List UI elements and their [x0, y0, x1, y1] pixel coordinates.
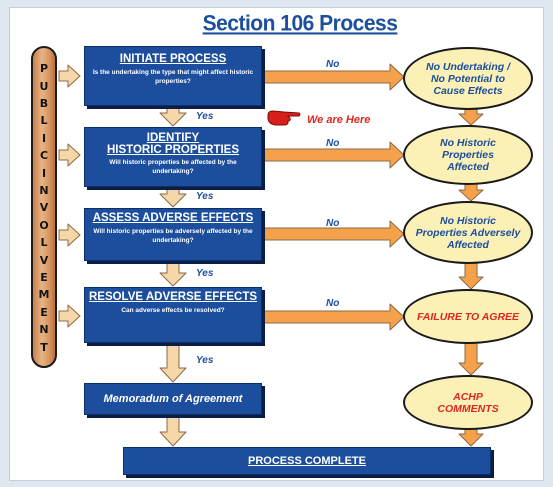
- pointing-hand-icon: [267, 110, 301, 126]
- outcome-failure-to-agree: FAILURE TO AGREE: [403, 289, 533, 344]
- pi-arrow-1: [58, 64, 81, 88]
- pi-letter: N: [39, 184, 49, 198]
- pi-arrow-2: [58, 143, 81, 167]
- outcome-line: Cause Effects: [433, 84, 503, 97]
- pi-letter: U: [39, 79, 49, 93]
- no-arrow-1: [263, 63, 405, 91]
- yes-label: Yes: [196, 111, 214, 122]
- pi-letter: V: [39, 201, 49, 215]
- no-arrow-2: [263, 141, 405, 169]
- outcome-line: No Undertaking /: [425, 60, 510, 73]
- outcome-line: Properties: [442, 149, 494, 161]
- step-resolve-adverse-effects: RESOLVE ADVERSE EFFECTS Can adverse effe…: [84, 287, 262, 343]
- outcome-line: Affected: [447, 238, 489, 251]
- outcome-no-undertaking: No Undertaking / No Potential to Cause E…: [403, 47, 533, 110]
- process-complete-box: PROCESS COMPLETE: [123, 447, 491, 475]
- pi-letter: O: [39, 218, 49, 232]
- outcome-line: FAILURE TO AGREE: [416, 310, 520, 323]
- yes-label: Yes: [196, 355, 214, 366]
- pi-arrow-4: [58, 304, 81, 328]
- right-arrow-1: [458, 108, 484, 126]
- pi-letter: V: [39, 253, 49, 267]
- yes-label: Yes: [196, 268, 214, 279]
- pi-letter: M: [38, 288, 50, 302]
- right-arrow-4: [458, 342, 484, 376]
- step-heading: ASSESS ADVERSE EFFECTS: [92, 212, 254, 224]
- step-heading: INITIATE PROCESS: [119, 53, 227, 65]
- pi-letter: N: [39, 323, 49, 337]
- outcome-line: Properties Adversely: [415, 226, 521, 239]
- outcome-achp-comments: ACHP COMMENTS: [403, 375, 533, 430]
- right-arrow-5: [458, 428, 484, 447]
- step-identify-historic-properties: IDENTIFY HISTORIC PROPERTIES Will histor…: [84, 127, 262, 187]
- right-arrow-2: [458, 183, 484, 202]
- yes-arrow-3: [159, 261, 187, 287]
- pi-letter: B: [39, 97, 49, 111]
- page-title: Section 106 Process: [202, 11, 398, 36]
- outcome-line: COMMENTS: [437, 402, 499, 415]
- pi-arrow-3: [58, 223, 81, 247]
- pi-letter: P: [39, 62, 49, 76]
- yes-label: Yes: [196, 191, 214, 202]
- yes-arrow-2: [159, 186, 187, 208]
- pi-letter: L: [40, 236, 48, 250]
- no-arrow-4: [263, 303, 405, 331]
- no-arrow-3: [263, 220, 405, 248]
- step-question: Will historic properties be affected by …: [109, 159, 237, 175]
- outcome-line: No Potential to: [430, 72, 506, 85]
- step-question: Will historic properties be adversely af…: [93, 228, 253, 244]
- outcome-line: No Historic: [439, 214, 496, 227]
- outcome-line: Affected: [447, 161, 489, 173]
- pi-letter: C: [39, 149, 49, 163]
- no-label: No: [326, 59, 340, 70]
- no-label: No: [326, 218, 340, 229]
- agreement-arrow: [159, 414, 187, 447]
- yes-arrow-1: [159, 105, 187, 127]
- complete-label: PROCESS COMPLETE: [248, 455, 366, 467]
- no-label: No: [326, 298, 340, 309]
- outcome-line: ACHP: [453, 390, 483, 403]
- outcome-no-historic-properties: No Historic Properties Affected: [403, 125, 533, 185]
- pi-letter: L: [40, 114, 48, 128]
- step-initiate-process: INITIATE PROCESS Is the undertaking the …: [84, 46, 262, 106]
- step-question: Is the undertaking the type that might a…: [92, 69, 254, 85]
- agreement-label: Memoradum of Agreement: [103, 393, 243, 405]
- memorandum-of-agreement-box: Memoradum of Agreement: [84, 383, 262, 415]
- public-involvement-bar: P U B L I C I N V O L V E M E N T: [31, 46, 57, 368]
- pi-letter: E: [40, 271, 48, 285]
- step-heading-line2: HISTORIC PROPERTIES: [106, 144, 240, 156]
- outcome-not-adversely-affected: No Historic Properties Adversely Affecte…: [403, 201, 533, 264]
- step-question: Can adverse effects be resolved?: [121, 307, 225, 314]
- yes-arrow-4: [159, 343, 187, 383]
- pi-letter: E: [40, 305, 48, 319]
- we-are-here-label: We are Here: [307, 114, 371, 126]
- pi-letter: T: [40, 340, 48, 354]
- no-label: No: [326, 138, 340, 149]
- right-arrow-3: [458, 262, 484, 290]
- step-heading-line1: IDENTIFY: [146, 132, 200, 144]
- outcome-line: No Historic: [439, 137, 496, 149]
- step-assess-adverse-effects: ASSESS ADVERSE EFFECTS Will historic pro…: [84, 208, 262, 261]
- pi-letter: I: [41, 166, 47, 180]
- step-heading: RESOLVE ADVERSE EFFECTS: [88, 291, 258, 303]
- pi-letter: I: [41, 131, 47, 145]
